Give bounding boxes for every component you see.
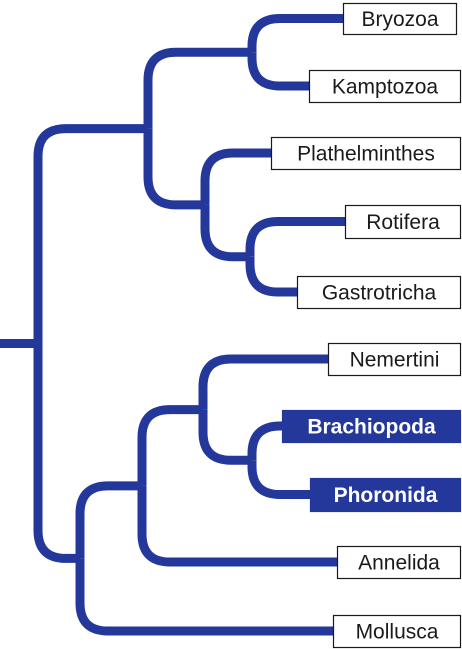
branch-nnbp-to-nbp bbox=[198, 409, 252, 465]
branch-root-to-ntop bbox=[33, 124, 148, 344]
taxon-label-phoronida: Phoronida bbox=[334, 484, 438, 507]
taxon-box-brachiopoda bbox=[281, 409, 462, 444]
branch-nbk-to-kamptozoa bbox=[247, 52, 309, 91]
taxon-box-mollusca bbox=[332, 614, 462, 649]
branch-nrg-to-gastrotricha bbox=[245, 256, 297, 297]
taxon-label-nemertini: Nemertini bbox=[350, 349, 440, 372]
branch-ntop-to-nbk bbox=[143, 47, 252, 129]
taxon-box-annelida bbox=[336, 545, 462, 580]
taxon-box-bryozoa bbox=[342, 2, 458, 36]
taxon-box-kamptozoa bbox=[308, 69, 462, 104]
branch-root-to-nbot bbox=[33, 343, 80, 563]
taxon-label-gastrotricha: Gastrotricha bbox=[322, 282, 437, 305]
branch-nprg-to-nrg bbox=[200, 204, 250, 262]
taxon-labels: BryozoaKamptozoaPlathelminthesRotiferaGa… bbox=[270, 2, 462, 649]
taxon-box-phoronida bbox=[309, 477, 462, 513]
branch-nbp-to-phoronida bbox=[247, 460, 310, 499]
taxon-label-kamptozoa: Kamptozoa bbox=[332, 76, 439, 99]
branch-nnbpa-to-annelida bbox=[137, 485, 337, 567]
branch-nbot-to-mollusca bbox=[75, 558, 333, 636]
branch-nrg-to-rotifera bbox=[245, 217, 345, 257]
taxon-label-plathelminthes: Plathelminthes bbox=[297, 143, 435, 166]
branch-nnbpa-to-nnbp bbox=[137, 405, 203, 486]
branch-nbot-to-nnbpa bbox=[75, 481, 142, 559]
branch-nbp-to-brachiopoda bbox=[247, 421, 285, 461]
taxon-box-plathelminthes bbox=[270, 136, 462, 171]
taxon-label-bryozoa: Bryozoa bbox=[361, 8, 438, 31]
taxon-label-rotifera: Rotifera bbox=[366, 211, 440, 234]
branch-nprg-to-plathelminthes bbox=[200, 148, 271, 205]
branch-nnbp-to-nemertini bbox=[198, 354, 328, 410]
taxon-box-nemertini bbox=[327, 342, 462, 377]
tree-branches bbox=[0, 14, 345, 636]
taxon-box-gastrotricha bbox=[296, 275, 462, 310]
taxon-box-rotifera bbox=[344, 204, 462, 240]
branch-nbk-to-bryozoa bbox=[247, 14, 343, 53]
taxon-label-mollusca: Mollusca bbox=[356, 621, 439, 644]
taxon-label-annelida: Annelida bbox=[358, 552, 440, 575]
taxon-label-brachiopoda: Brachiopoda bbox=[307, 416, 436, 439]
branch-ntop-to-nprg bbox=[143, 128, 205, 210]
